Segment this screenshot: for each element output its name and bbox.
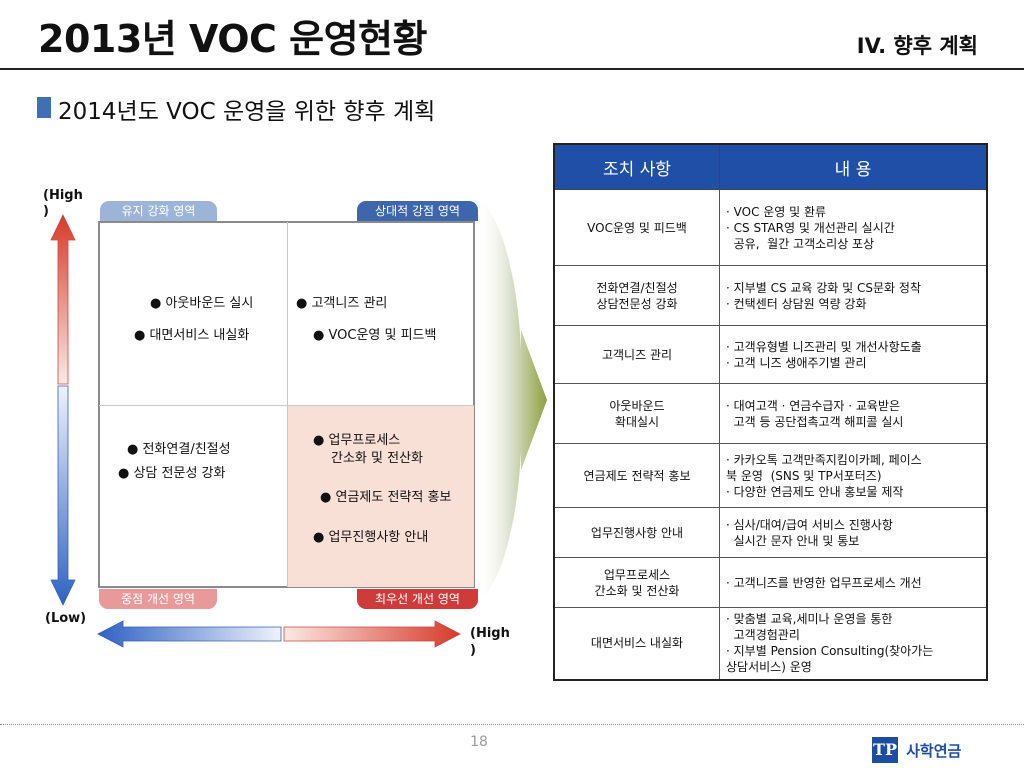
matrix-item-continuation: 간소화 및 전산화 <box>331 451 423 466</box>
x-axis-high-paren: ) <box>470 643 476 658</box>
details-text: 실시간 문자 안내 및 통보 <box>726 533 860 548</box>
matrix-item: ● 아웃바운드 실시 <box>150 296 254 311</box>
up-arrow-icon <box>50 214 76 385</box>
logo-text: 사학연금 <box>906 741 962 760</box>
section-label: IV. 향후 계획 <box>856 34 978 58</box>
down-arrow-icon <box>50 385 76 606</box>
subtitle: 2014년도 VOC 운영을 위한 향후 계획 <box>58 99 436 125</box>
quadrant-label-focus-improve: 중점 개선 영역 <box>99 589 217 609</box>
details-text: · 지부별 CS 교육 강화 및 CS문화 정착 <box>726 280 921 295</box>
matrix-item: ● 연금제도 전략적 홍보 <box>320 490 452 505</box>
details-text: · 심사/대여/급여 서비스 진행사항 <box>726 517 893 532</box>
table-row: 업무진행사항 안내 · 심사/대여/급여 서비스 진행사항 실시간 문자 안내 및… <box>553 507 988 558</box>
details-cell: · 심사/대여/급여 서비스 진행사항 실시간 문자 안내 및 통보 <box>719 507 988 558</box>
matrix-item: ● VOC운영 및 피드백 <box>313 328 437 343</box>
action-text: 고객니즈 관리 <box>601 347 673 362</box>
header-divider <box>0 68 1024 70</box>
action-text: 전화연결/친절성 <box>596 280 678 295</box>
y-axis-low-label: (Low) <box>45 611 87 626</box>
details-text: · 컨택센터 상담원 역량 강화 <box>726 296 867 311</box>
action-cell: 연금제도 전략적 홍보 <box>553 443 720 508</box>
matrix-item: ● 업무진행사항 안내 <box>313 530 429 545</box>
highlighted-quadrant <box>288 406 474 587</box>
y-axis-high-paren: ) <box>43 204 49 219</box>
column-header-details: 내 용 <box>719 143 988 190</box>
details-cell: · 고객유형별 니즈관리 및 개선사항도출· 고객 니즈 생애주기별 관리 <box>719 325 988 384</box>
details-text: 상담서비스) 운영 <box>726 660 812 675</box>
details-text: · 카카오톡 고객만족지킴이카페, 페이스 <box>726 452 922 467</box>
matrix-item: ● 고객니즈 관리 <box>296 296 388 311</box>
table-header-row: 조치 사항 내 용 <box>553 143 988 190</box>
page-title: 2013년 VOC 운영현황 <box>38 17 427 61</box>
details-text: · 다양한 연금제도 안내 홍보물 제작 <box>726 484 904 499</box>
action-cell: 고객니즈 관리 <box>553 325 720 384</box>
details-text: 고객 등 공단접촉고객 해피콜 실시 <box>726 414 904 429</box>
details-text: 고객경험관리 <box>726 628 800 643</box>
x-axis-high-label: (High <box>470 626 510 641</box>
transition-arrow-icon <box>479 200 547 600</box>
details-text: · 고객유형별 니즈관리 및 개선사항도출 <box>726 339 922 354</box>
action-cell: 대면서비스 내실화 <box>553 607 720 680</box>
matrix-vertical-divider <box>287 222 288 587</box>
footer-divider <box>0 724 1024 725</box>
details-cell: · VOC 운영 및 환류· CS STAR영 및 개선관리 실시간 공유, 월… <box>719 189 988 266</box>
details-cell: · 대여고객 · 연금수급자 · 교육받은 고객 등 공단접촉고객 해피콜 실시 <box>719 383 988 444</box>
quadrant-label-maintain: 유지 강화 영역 <box>100 201 217 221</box>
action-cell: 업무진행사항 안내 <box>553 507 720 558</box>
action-text: 대면서비스 내실화 <box>590 636 684 651</box>
table-row: VOC운영 및 피드백 · VOC 운영 및 환류· CS STAR영 및 개선관… <box>553 189 988 266</box>
matrix-item: ● 대면서비스 내실화 <box>134 328 250 343</box>
matrix-horizontal-divider <box>99 405 474 406</box>
horizontal-axis-arrow <box>97 620 461 648</box>
column-header-action: 조치 사항 <box>553 143 720 190</box>
action-text: 확대실시 <box>614 414 660 429</box>
details-cell: · 지부별 CS 교육 강화 및 CS문화 정착· 컨택센터 상담원 역량 강화 <box>719 265 988 326</box>
details-cell: · 맞춤별 교육,세미나 운영을 통한 고객경험관리· 지부별 Pension … <box>719 607 988 680</box>
action-cell: VOC운영 및 피드백 <box>553 189 720 266</box>
page-number: 18 <box>470 734 488 750</box>
table-row: 대면서비스 내실화 · 맞춤별 교육,세미나 운영을 통한 고객경험관리· 지부별… <box>553 607 988 680</box>
details-cell: · 고객니즈를 반영한 업무프로세스 개선 <box>719 557 988 608</box>
table-row: 고객니즈 관리 · 고객유형별 니즈관리 및 개선사항도출· 고객 니즈 생애주기… <box>553 325 988 384</box>
y-axis-high-label: (High <box>43 188 83 203</box>
details-text: · CS STAR영 및 개선관리 실시간 <box>726 220 895 235</box>
organization-logo: TP 사학연금 <box>872 737 961 763</box>
action-plan-table: 조치 사항 내 용 VOC운영 및 피드백 · VOC 운영 및 환류· CS S… <box>553 143 988 681</box>
left-arrow-icon <box>97 620 282 648</box>
action-text: 간소화 및 전산화 <box>594 583 680 598</box>
details-text: 공유, 월간 고객소리상 포상 <box>726 236 875 251</box>
matrix-item: ● 상담 전문성 강화 <box>118 466 226 481</box>
details-text: · 맞춤별 교육,세미나 운영을 통한 <box>726 612 893 627</box>
details-text: · 고객 니즈 생애주기별 관리 <box>726 355 867 370</box>
right-arrow-icon <box>283 620 461 648</box>
details-text: · 대여고객 · 연금수급자 · 교육받은 <box>726 398 901 413</box>
details-text: 북 운영 (SNS 및 TP서포터즈) <box>726 468 882 483</box>
vertical-axis-arrow <box>50 214 76 606</box>
matrix-item: ● 전화연결/친절성 <box>127 442 231 457</box>
logo-mark: TP <box>872 737 898 763</box>
quadrant-label-top-priority: 최우선 개선 영역 <box>357 589 478 609</box>
details-text: · 고객니즈를 반영한 업무프로세스 개선 <box>726 575 922 590</box>
action-text: 연금제도 전략적 홍보 <box>583 468 691 483</box>
action-text: 업무프로세스 <box>603 567 671 582</box>
action-text: 아웃바운드 <box>609 398 665 413</box>
action-text: 업무진행사항 안내 <box>590 525 684 540</box>
matrix-item: ● 업무프로세스 <box>313 433 401 448</box>
square-bullet-icon <box>37 97 51 118</box>
action-text: VOC운영 및 피드백 <box>587 220 687 235</box>
quadrant-label-strength: 상대적 강점 영역 <box>357 201 478 221</box>
action-text: 상담전문성 강화 <box>596 296 678 311</box>
details-text: · VOC 운영 및 환류 <box>726 204 827 219</box>
details-text: · 지부별 Pension Consulting(찾아가는 <box>726 644 934 659</box>
